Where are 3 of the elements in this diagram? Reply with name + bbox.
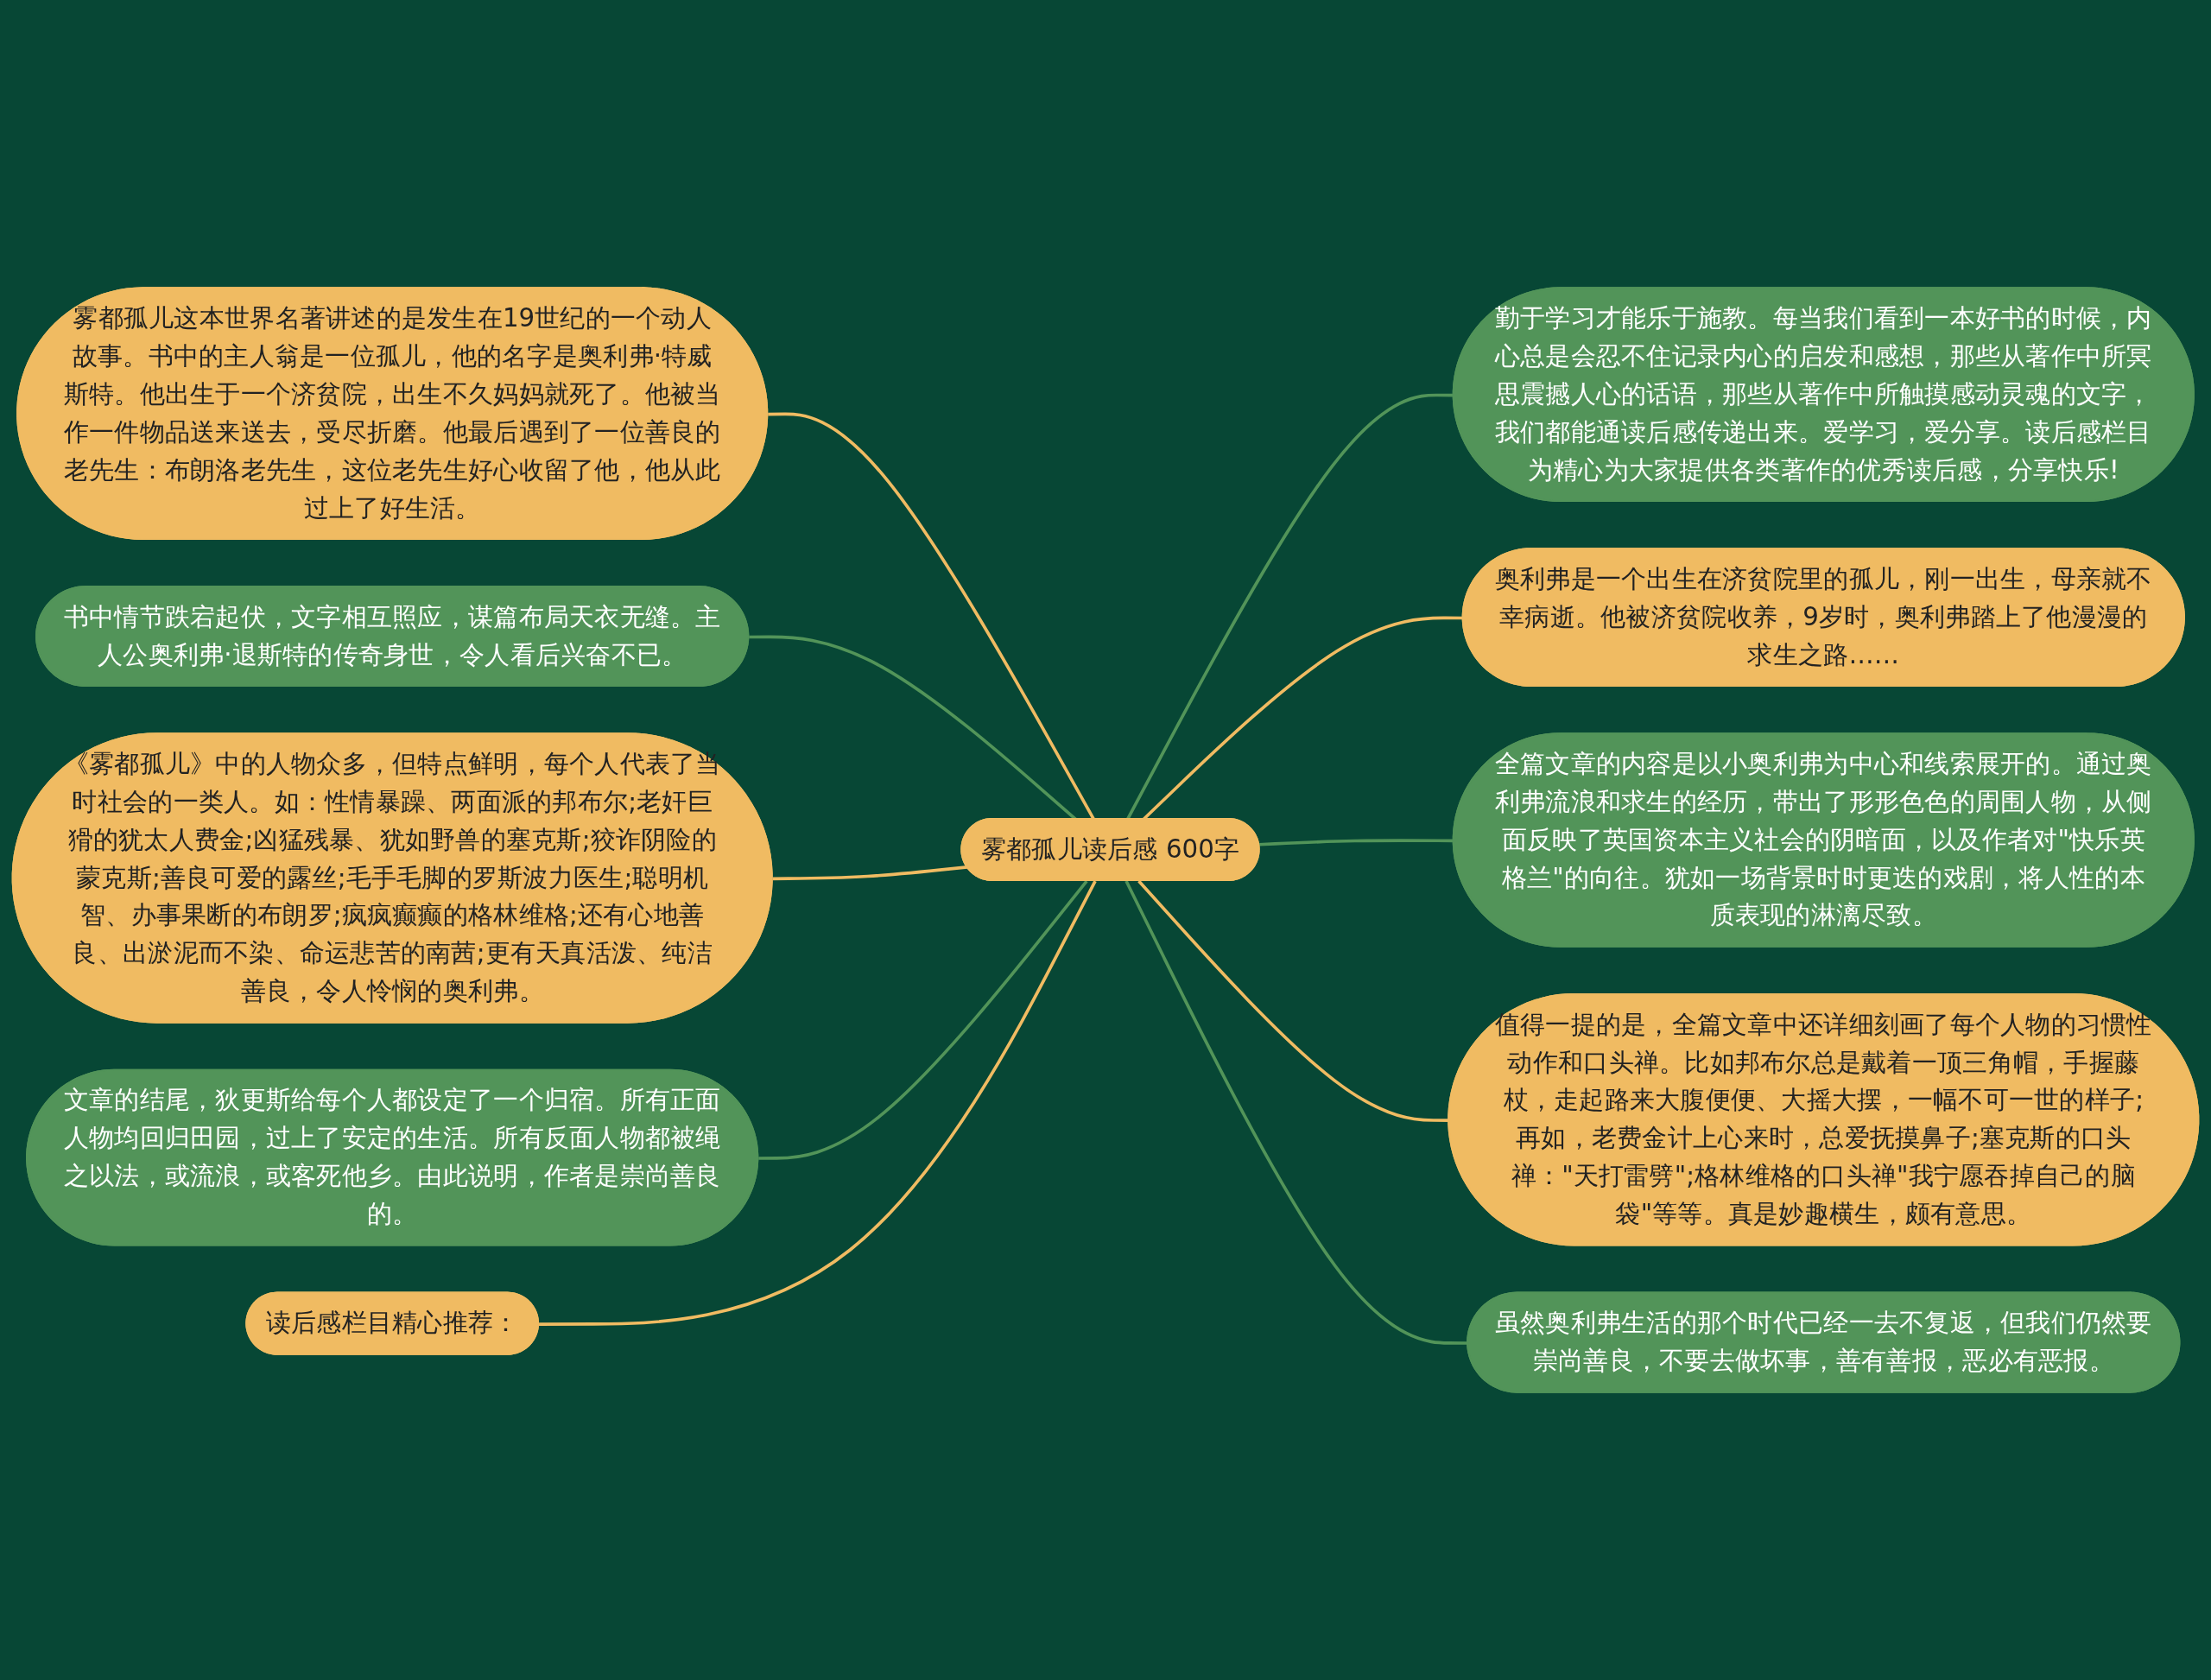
connector [772,865,968,881]
connector [539,880,1097,1326]
connector [758,879,1088,1160]
